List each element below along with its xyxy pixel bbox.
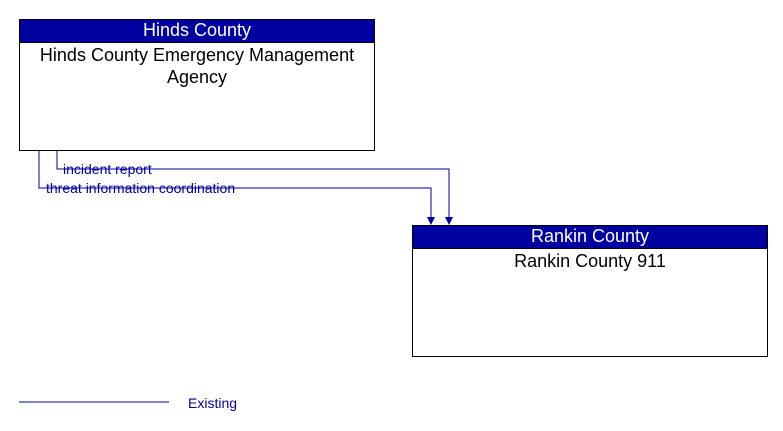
node-header-rankin-county: Rankin County bbox=[413, 226, 767, 249]
arrowhead-icon bbox=[445, 217, 453, 225]
node-header-hinds-county: Hinds County bbox=[20, 20, 374, 43]
flow-line-threat-information-coordination bbox=[38, 151, 432, 217]
node-name-hinds-county-ema: Hinds County Emergency Management Agency bbox=[39, 45, 355, 87]
hinds-county-emergency-management-node[interactable]: Hinds County Hinds County Emergency Mana… bbox=[19, 19, 375, 151]
arrowhead-icon bbox=[427, 217, 435, 225]
flow-threat-information-coordination[interactable]: threat information coordination bbox=[38, 151, 435, 225]
rankin-county-911-node[interactable]: Rankin County Rankin County 911 bbox=[412, 225, 768, 357]
flow-label-threat-information-coordination: threat information coordination bbox=[46, 180, 235, 196]
flow-incident-report[interactable]: incident report bbox=[56, 151, 453, 225]
legend-existing-label: Existing bbox=[188, 395, 238, 411]
node-name-rankin-county-911: Rankin County 911 bbox=[514, 251, 666, 271]
flow-line-incident-report bbox=[56, 151, 450, 217]
flow-label-incident-report: incident report bbox=[63, 161, 152, 177]
